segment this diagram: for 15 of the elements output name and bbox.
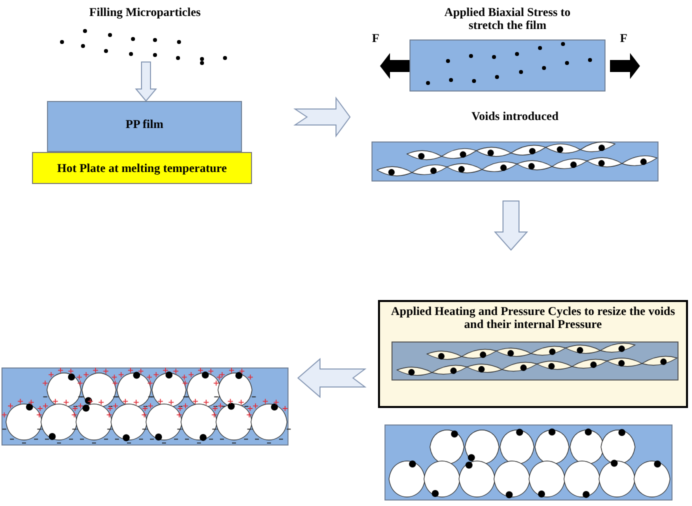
layer-label: PP film [124,118,164,131]
panel-title: Applied Heating and Pressure Cycles to resize the voids and their internal Pressure [390,305,676,331]
block-arrow [494,200,528,251]
heading: Voids introduced [470,110,560,123]
hot-plate [32,152,252,184]
block-arrow [297,358,366,398]
force-label: F [620,31,628,46]
force-label: F [372,31,380,46]
block-arrow [293,96,351,138]
hot-plate-label: Hot Plate at melting temperature [56,162,228,175]
block-arrow [134,62,158,102]
process-panel [378,300,688,408]
film-layer [47,101,242,152]
heading: Applied Biaxial Stress to stretch the film [443,6,572,32]
heading: Filling Microparticles [88,6,202,19]
